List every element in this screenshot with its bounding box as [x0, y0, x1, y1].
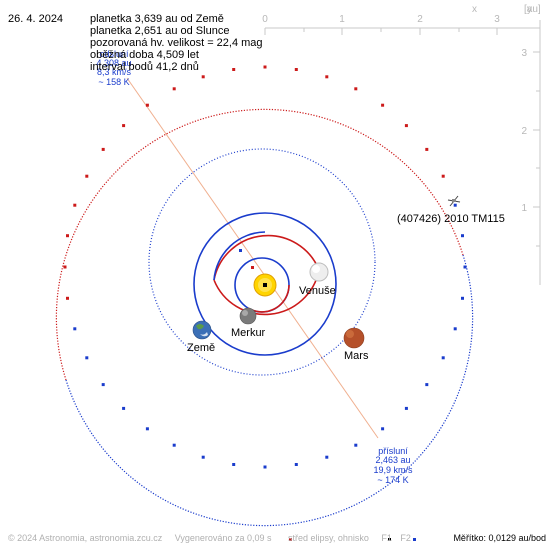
- orbit-point-marker: [325, 455, 329, 459]
- info-line: planetka 3,639 au od Země: [90, 13, 224, 25]
- orbit-point-marker: [463, 265, 467, 269]
- orbit-point-marker: [232, 68, 236, 71]
- y-tick-label: 3: [521, 48, 527, 59]
- venus-label: Venuše: [299, 285, 336, 297]
- legend-center-text: střed elipsy, ohnisko: [287, 533, 369, 543]
- y-tick-label: 1: [521, 203, 527, 214]
- perihelion-temperature: ~ 174 K: [377, 475, 408, 485]
- orbit-point-marker: [325, 75, 329, 79]
- orbit-point-marker: [122, 124, 126, 128]
- aphelion-speed: 8,3 km/s: [97, 67, 132, 77]
- earth-label: Země: [187, 342, 215, 354]
- asteroid-label: (407426) 2010 TM115: [397, 213, 505, 225]
- aphelion-label: odsluní 4,308 au 8,3 km/s ~ 158 K: [96, 49, 131, 87]
- perihelion-label: přísluní 2,463 au 19,9 km/s ~ 174 K: [373, 446, 413, 485]
- orbit-point-marker: [381, 427, 385, 431]
- orbit-point-marker: [66, 234, 69, 238]
- x-axis-label: x: [472, 4, 477, 15]
- orbit-point-marker: [172, 443, 176, 447]
- orbit-point-marker: [425, 147, 429, 151]
- orbit-point-marker: [453, 327, 457, 331]
- x-tick-label: 2: [417, 14, 423, 25]
- info-line: interval bodů 41,2 dnů: [90, 61, 199, 73]
- mars-label: Mars: [344, 350, 369, 362]
- orbit-point-marker: [145, 103, 149, 107]
- y-axis: 3 2 1 y [au]: [521, 4, 541, 285]
- orbit-point-marker: [404, 406, 408, 410]
- footer: © 2024 Astronomia, astronomia.zcu.cz Vyg…: [8, 533, 417, 543]
- mars-orbit: [148, 148, 376, 376]
- orbit-point-marker: [201, 455, 205, 459]
- venus-icon: [309, 262, 329, 282]
- orbit-point-marker: [122, 406, 126, 410]
- orbit-point-marker: [172, 87, 176, 91]
- orbit-point-marker: [73, 203, 77, 207]
- orbit-point-marker: [263, 65, 267, 69]
- orbit-point-marker: [294, 68, 298, 71]
- orbit-point-marker: [425, 383, 429, 387]
- scale-label: Měřítko: 0,0129 au/bod: [453, 533, 546, 543]
- x-tick-label: 0: [262, 14, 268, 25]
- asteroid-orbit: [55, 108, 474, 527]
- orbit-point-marker: [404, 124, 408, 128]
- focus-f2-marker: [239, 249, 242, 252]
- x-tick-label: 3: [494, 14, 500, 25]
- mars-icon: [343, 327, 365, 349]
- orbit-point-marker: [66, 296, 69, 300]
- info-line: planetka 2,651 au od Slunce: [90, 25, 230, 37]
- legend-f1-text: F1: [381, 533, 392, 543]
- orbit-point-marker: [354, 443, 358, 447]
- orbit-point-marker: [441, 174, 445, 178]
- orbit-point-marker: [294, 463, 298, 466]
- mercury-icon: [239, 307, 257, 325]
- date-label: 26. 4. 2024: [8, 13, 64, 25]
- info-panel: planetka 3,639 au od Země planetka 2,651…: [90, 13, 263, 73]
- perihelion-title: přísluní: [378, 446, 408, 456]
- aphelion-temperature: ~ 158 K: [98, 77, 129, 87]
- orbit-point-marker: [73, 327, 77, 331]
- orbit-point-marker: [101, 383, 105, 387]
- orbit-point-marker: [461, 234, 464, 238]
- aphelion-distance: 4,308 au: [96, 58, 131, 68]
- orbit-point-marker: [232, 463, 236, 466]
- earth-icon: [192, 320, 212, 340]
- x-tick-label: 1: [339, 14, 345, 25]
- aphelion-title: odsluní: [99, 49, 129, 59]
- orbit-point-marker: [354, 87, 358, 91]
- copyright-link[interactable]: © 2024 Astronomia, astronomia.zcu.cz: [8, 533, 163, 543]
- legend-f1-marker: [388, 538, 391, 541]
- apsis-line: [126, 77, 379, 439]
- orbit-point-marker: [63, 265, 67, 269]
- y-axis-label: y: [527, 4, 532, 15]
- orbit-point-marker: [441, 356, 445, 360]
- orbit-point-marker: [461, 296, 464, 300]
- orbit-point-marker: [101, 147, 105, 151]
- legend-f2-marker: [413, 538, 416, 541]
- perihelion-distance: 2,463 au: [375, 455, 410, 465]
- orbit-point-marker: [453, 203, 457, 207]
- legend-center-marker: [289, 538, 292, 541]
- orbit-point-marker: [263, 465, 267, 469]
- y-tick-label: 2: [521, 126, 527, 137]
- generated-time: Vygenerováno za 0,09 s: [174, 533, 272, 543]
- orbit-point-marker: [85, 356, 89, 360]
- unit-label: [au]: [524, 4, 541, 15]
- asteroid-icon: [447, 195, 461, 207]
- orbit-point-marker: [201, 75, 205, 79]
- legend-f2-text: F2: [400, 533, 411, 543]
- orbit-point-marker: [85, 174, 89, 178]
- ellipse-center-marker: [251, 266, 254, 269]
- info-line: pozorovaná hv. velikost = 22,4 mag: [90, 37, 263, 49]
- x-axis: 0 1 2 3 x: [262, 4, 540, 35]
- orbit-point-marker: [145, 427, 149, 431]
- orbit-point-marker: [381, 103, 385, 107]
- sun-icon: [253, 273, 277, 297]
- mercury-label: Merkur: [231, 327, 266, 339]
- earth-orbit: [193, 212, 337, 356]
- perihelion-speed: 19,9 km/s: [373, 465, 413, 475]
- info-line: oběžná doba 4,509 let: [90, 49, 199, 61]
